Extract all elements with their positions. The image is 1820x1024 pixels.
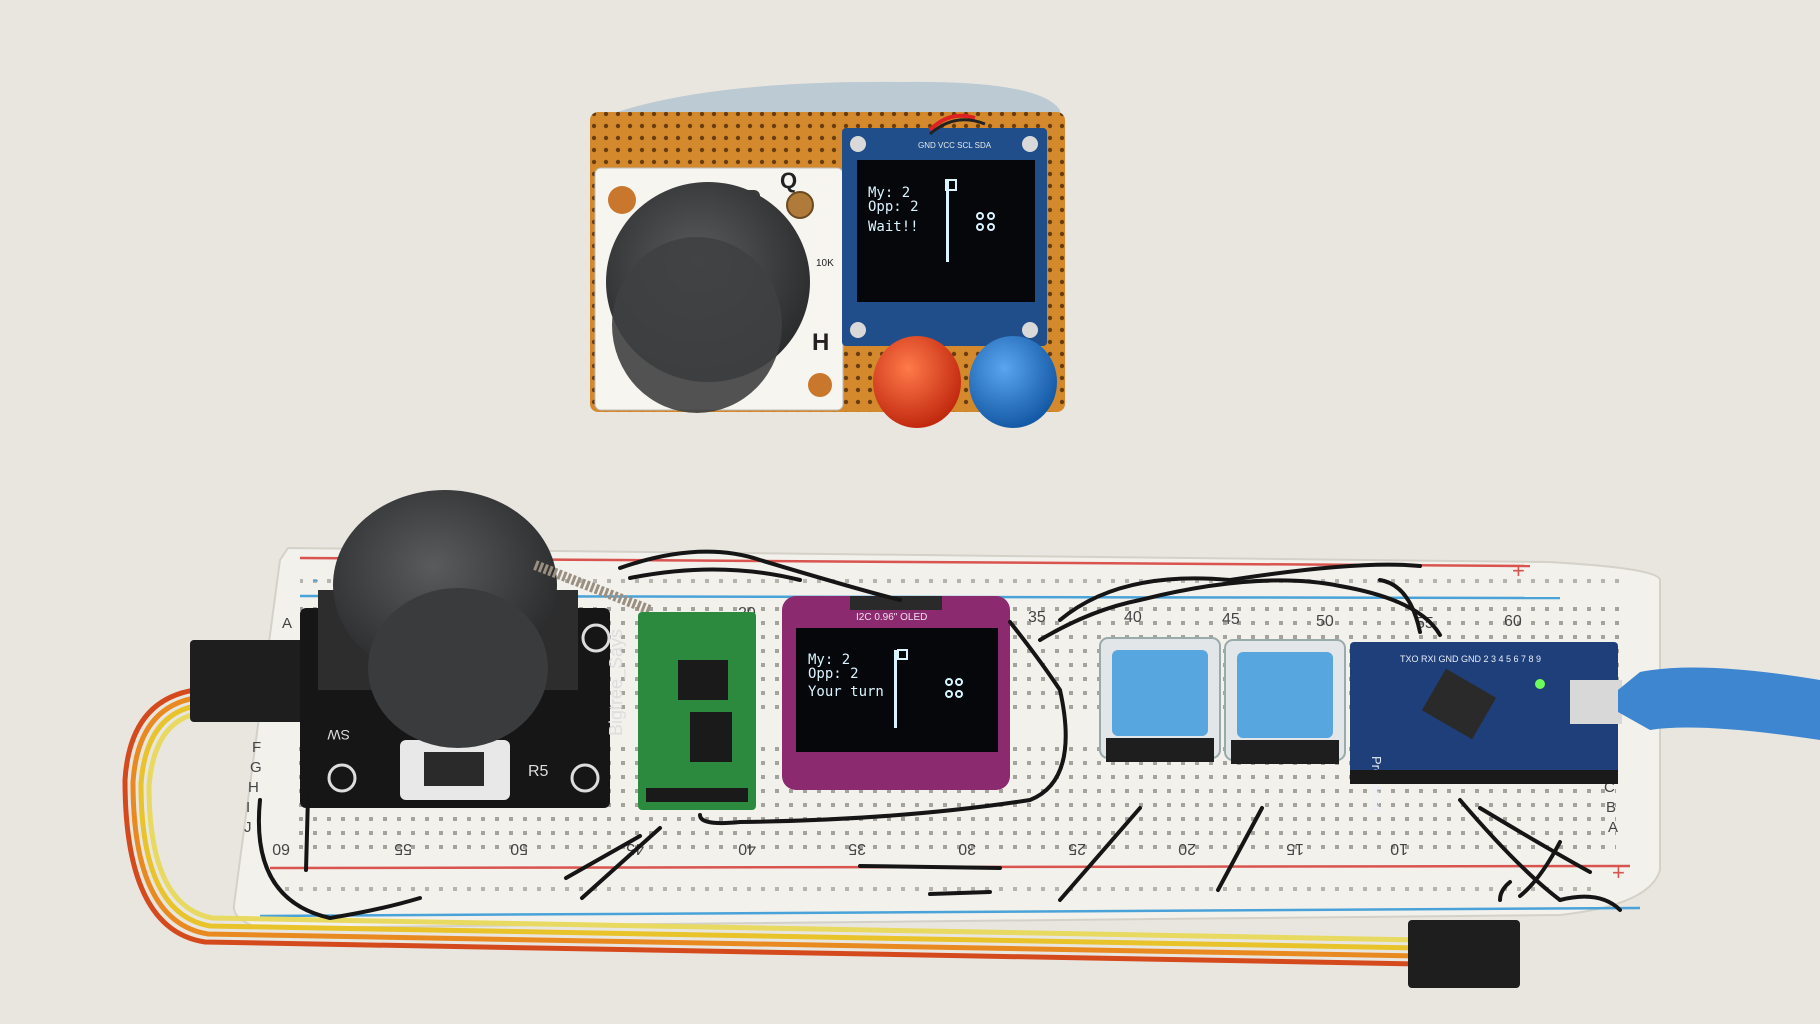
col-num: 35: [848, 840, 866, 857]
row-letter: G: [250, 759, 262, 776]
oled-line-opp-top: Opp: 2: [868, 199, 919, 215]
oled-line-your-turn: Your turn: [808, 684, 884, 700]
row-letter: A: [1608, 819, 1618, 836]
col-num: 20: [1178, 840, 1196, 857]
col-num: 55: [394, 840, 412, 857]
dupont-connector-right: [1408, 920, 1520, 988]
tact-button-right[interactable]: [1224, 639, 1346, 764]
oled-pin-labels: GND VCC SCL SDA: [918, 141, 992, 150]
board-mark-h: H: [812, 329, 829, 356]
oled-ball-bottom: [945, 678, 963, 698]
top-controller: Q H 10K GND VCC SCL SDA My: 2 Opp: 2 Wai…: [590, 81, 1065, 428]
oled-label: I2C 0.96" OLED: [856, 612, 927, 623]
resistor-label-top: 10K: [816, 258, 834, 269]
row-letter: H: [248, 779, 259, 796]
minus-sign-top: -: [312, 569, 319, 591]
radio-module: [638, 612, 756, 810]
col-num: 40: [1124, 609, 1142, 626]
oled-line-my-bottom: My: 2: [808, 652, 850, 668]
row-letter: B: [1606, 799, 1616, 816]
screw: [786, 191, 814, 219]
col-num: 45: [1222, 611, 1240, 628]
tact-button-left[interactable]: [1099, 637, 1221, 762]
blue-rail-bottom: [259, 906, 1641, 918]
col-num: 10: [1390, 840, 1408, 857]
breadboard-row-letters: A F G H I J C B A: [244, 615, 1618, 836]
ribbon-cable: [122, 687, 1421, 967]
col-num: 25: [1068, 840, 1086, 857]
row-letter: I: [246, 799, 250, 816]
oled-ball-top: [976, 212, 995, 231]
col-num: 30: [958, 840, 976, 857]
oled-line-opp-bottom: Opp: 2: [808, 666, 859, 682]
dupont-connector-left: [190, 640, 320, 722]
row-letter: A: [282, 615, 292, 632]
col-num: 15: [1286, 840, 1304, 857]
plus-sign-bottom: +: [1612, 860, 1625, 885]
joystick-module-bottom: Bigtree_Says R5 SW: [300, 490, 627, 808]
col-num: 50: [510, 840, 528, 857]
row-letter: C: [1604, 779, 1615, 796]
oled-module-bottom: I2C 0.96" OLED My: 2 Opp: 2 Your turn: [782, 596, 1010, 790]
oled-paddle-top: [946, 180, 949, 262]
col-num: 60: [1504, 613, 1522, 630]
board-mark-q: Q: [780, 168, 797, 193]
plus-sign-top: +: [1512, 558, 1525, 583]
oled-paddle-bottom: [894, 650, 897, 728]
col-num: 60: [272, 840, 290, 857]
oled-line-my-top: My: 2: [868, 185, 910, 201]
row-letter: F: [252, 739, 261, 756]
row-letter: J: [244, 819, 252, 836]
col-num: 50: [1316, 613, 1334, 630]
arduino-pin-labels: TXO RXI GND GND 2 3 4 5 6 7 8 9: [1400, 654, 1541, 664]
joystick-sw-label: SW: [327, 727, 350, 743]
jumper-wires: [256, 549, 1622, 921]
col-num: 35: [1028, 609, 1046, 626]
joystick-resistor-label: R5: [528, 763, 549, 780]
usb-cable: [1618, 667, 1820, 740]
col-num: 40: [738, 840, 756, 857]
red-button[interactable]: [873, 336, 961, 428]
spring-antenna: [533, 560, 652, 615]
oled-line-wait: Wait!!: [868, 219, 919, 235]
joystick-brand: Bigtree_Says: [606, 629, 627, 736]
arduino-pro-micro: Pro Micro TXO RXI GND GND 2 3 4 5 6 7 8 …: [1350, 642, 1622, 812]
blue-button[interactable]: [969, 336, 1057, 428]
